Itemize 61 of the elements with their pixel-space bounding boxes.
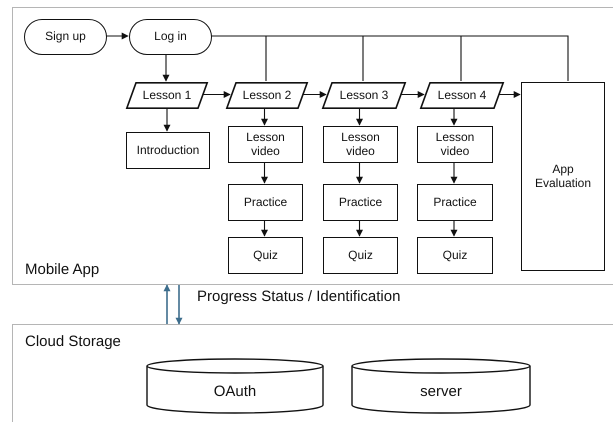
input-output-shape (322, 82, 406, 109)
node-label: Log in (153, 30, 188, 44)
node-label: App Evaluation (534, 162, 592, 190)
arrow (498, 91, 521, 98)
terminator-shape (24, 19, 107, 55)
arrow (202, 91, 231, 98)
process-box (417, 237, 493, 274)
input-output-shape (126, 82, 208, 109)
arrow (302, 91, 327, 98)
arrow (162, 54, 170, 82)
panel-title: Cloud Storage (25, 333, 121, 350)
arrow (356, 108, 363, 126)
arrow (356, 220, 363, 237)
process-box (417, 126, 493, 163)
input-output-shape (420, 82, 504, 109)
arrow (164, 284, 170, 324)
node-label: Lesson 3 (338, 88, 390, 102)
arrow (261, 162, 268, 184)
process-box (323, 237, 398, 274)
arrow (261, 108, 268, 126)
process-box (228, 237, 303, 274)
terminator-shape (129, 19, 212, 55)
process-box (521, 82, 605, 271)
arrow (356, 162, 363, 184)
process-box (126, 132, 210, 169)
panel-title: Mobile App (25, 261, 100, 278)
node-label: Lesson video (434, 130, 476, 158)
node-label: Quiz (442, 248, 468, 262)
node-label: Lesson 2 (242, 88, 292, 102)
process-box (228, 126, 303, 163)
node-label: Practice (242, 196, 288, 210)
input-output-shape (226, 82, 308, 109)
edge-label: Progress Status / Identification (195, 288, 402, 305)
node-label: Practice (338, 196, 384, 210)
node-label: Introduction (136, 144, 200, 158)
node-label: Lesson video (340, 130, 381, 158)
arrow (400, 91, 425, 98)
node-label: Lesson video (245, 130, 286, 158)
arrow (176, 285, 182, 325)
arrow (261, 220, 268, 237)
node-label: Practice (432, 196, 478, 210)
node-label: Sign up (44, 30, 87, 44)
process-box (323, 184, 398, 221)
node-label: Lesson 1 (142, 88, 192, 102)
node-label: Lesson 4 (436, 88, 488, 102)
node-label: Quiz (252, 248, 279, 262)
process-box (417, 184, 493, 221)
node-label: OAuth (212, 382, 258, 400)
arrow (450, 220, 458, 237)
arrow (450, 108, 458, 126)
node-label: server (419, 382, 463, 400)
arrow (106, 32, 129, 40)
database-cylinder (146, 358, 324, 413)
database-cylinder (351, 358, 531, 413)
arrow (164, 108, 170, 132)
process-box (228, 184, 303, 221)
process-box (323, 126, 398, 163)
arrow (450, 162, 458, 184)
node-label: Quiz (347, 248, 374, 262)
system-panel (12, 7, 613, 285)
system-panel (12, 324, 613, 422)
